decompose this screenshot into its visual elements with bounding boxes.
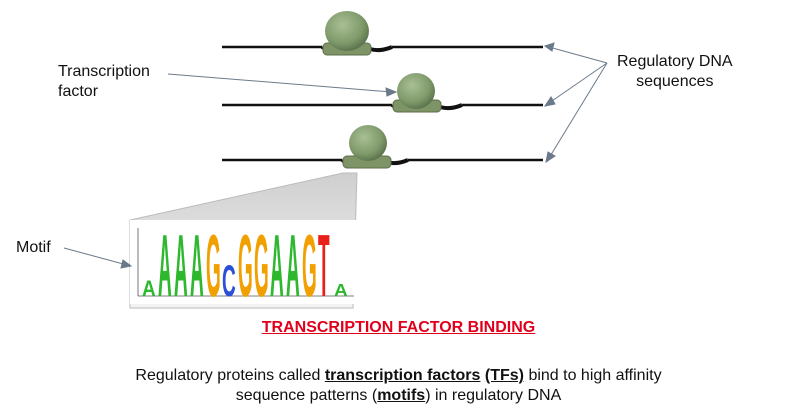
- regulatory-dna-label-line2: sequences: [636, 73, 714, 90]
- caption-title: TRANSCRIPTION FACTOR BINDING: [261, 319, 536, 336]
- motif-label: Motif: [16, 239, 51, 256]
- motif-letter-g: G: [206, 216, 221, 316]
- motif-letter-c: C: [222, 257, 236, 306]
- motif-letter-a: A: [270, 216, 284, 316]
- transcription-factor-label-line2: factor: [58, 83, 99, 100]
- caption-body: Regulatory proteins called transcription…: [0, 366, 797, 406]
- caption-text: sequence patterns (: [235, 387, 378, 404]
- motif-letter-t: T: [318, 216, 330, 316]
- dna-strand-2: [222, 103, 543, 111]
- caption-term-tfs: (TFs): [484, 367, 524, 384]
- caption-term-transcription-factors: transcription factors: [324, 367, 481, 384]
- caption-text: Regulatory proteins called: [135, 367, 325, 384]
- motif-letter-a: A: [334, 280, 348, 300]
- arrows: [63, 42, 608, 269]
- motif-letter-g: G: [238, 216, 253, 316]
- transcription-factor-protein-1: [322, 11, 372, 56]
- motif-letter-a: A: [190, 216, 204, 316]
- caption-text: bind to high affinity: [524, 367, 662, 384]
- caption-term-motifs: motifs: [377, 387, 426, 404]
- motif-letter-a: A: [286, 216, 300, 316]
- motif-letter-g: G: [254, 216, 269, 316]
- caption-line-1: Regulatory proteins called transcription…: [0, 366, 797, 386]
- transcription-factor-label-line1: Transcription: [58, 63, 150, 80]
- caption-line-2: sequence patterns (motifs) in regulatory…: [0, 386, 797, 406]
- dna-strand-1: [222, 45, 543, 53]
- caption-text: ) in regulatory DNA: [425, 387, 562, 404]
- regulatory-dna-label: Regulatory DNA sequences: [617, 52, 733, 92]
- motif-letter-g: G: [302, 216, 317, 316]
- transcription-factor-protein-2: [392, 73, 442, 113]
- motif-letter-a: A: [174, 216, 188, 316]
- motif-letter-a: A: [142, 277, 156, 302]
- transcription-factor-protein-3: [342, 125, 392, 169]
- regulatory-dna-label-line1: Regulatory DNA: [617, 53, 733, 70]
- motif-letter-a: A: [158, 216, 172, 316]
- transcription-factor-label: Transcription factor: [58, 62, 150, 102]
